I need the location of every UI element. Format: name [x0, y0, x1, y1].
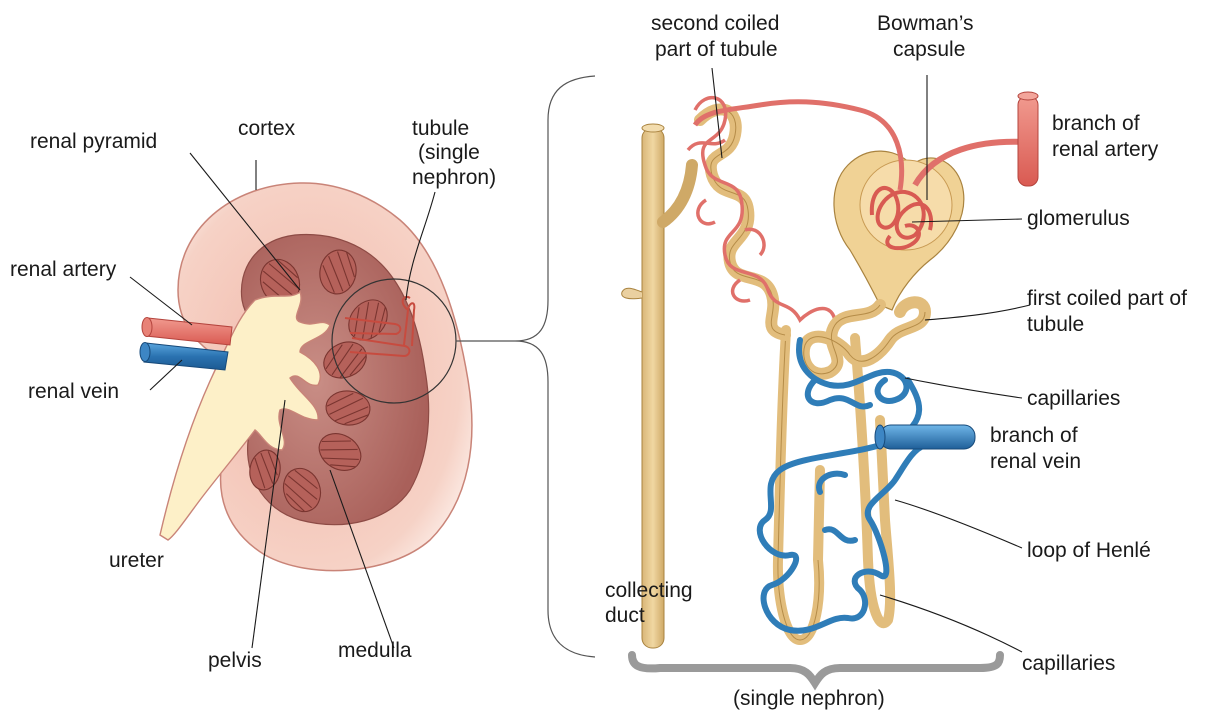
- label-capillaries-top: capillaries: [1027, 387, 1120, 410]
- branch-renal-vein: [880, 425, 975, 449]
- label-loop-henle: loop of Henlé: [1027, 539, 1151, 562]
- label-first-coiled-line2: tubule: [1027, 313, 1084, 336]
- label-renal-artery: renal artery: [10, 258, 117, 281]
- nephron-labels: second coiled part of tubule Bowman’s ca…: [605, 12, 1187, 710]
- label-bowmans-capsule: Bowman’s: [877, 12, 974, 35]
- label-capillaries-bottom: capillaries: [1022, 652, 1115, 675]
- label-medulla: medulla: [338, 639, 412, 662]
- label-ureter: ureter: [109, 549, 164, 572]
- label-renal-vein: renal vein: [28, 380, 119, 403]
- label-first-coiled: first coiled part of: [1027, 287, 1187, 310]
- label-second-coiled-line2: part of tubule: [655, 38, 778, 61]
- first-coiled-tubule: [804, 302, 925, 374]
- label-tubule-line3: nephron): [412, 166, 496, 189]
- label-branch-vein-line2: renal vein: [990, 450, 1081, 473]
- label-tubule-line2: (single: [418, 141, 480, 164]
- label-branch-artery: branch of: [1052, 112, 1140, 135]
- label-collecting-duct: collecting: [605, 579, 693, 602]
- label-branch-artery-line2: renal artery: [1052, 138, 1159, 161]
- label-pelvis: pelvis: [208, 649, 262, 672]
- collecting-duct: [642, 128, 664, 648]
- label-tubule: tubule: [412, 117, 469, 140]
- kidney-illustration: [140, 183, 472, 571]
- nephron-illustration: [622, 92, 1038, 648]
- label-renal-pyramid: renal pyramid: [30, 130, 157, 153]
- branch-renal-artery: [1018, 96, 1038, 186]
- single-nephron-brace: [632, 655, 1000, 683]
- label-branch-vein: branch of: [990, 424, 1078, 447]
- label-glomerulus: glomerulus: [1027, 207, 1130, 230]
- label-single-nephron: (single nephron): [733, 687, 885, 710]
- label-collecting-duct-line2: duct: [605, 604, 645, 627]
- label-bowmans-capsule-line2: capsule: [893, 38, 965, 61]
- label-cortex: cortex: [238, 117, 296, 140]
- label-second-coiled: second coiled: [651, 12, 779, 35]
